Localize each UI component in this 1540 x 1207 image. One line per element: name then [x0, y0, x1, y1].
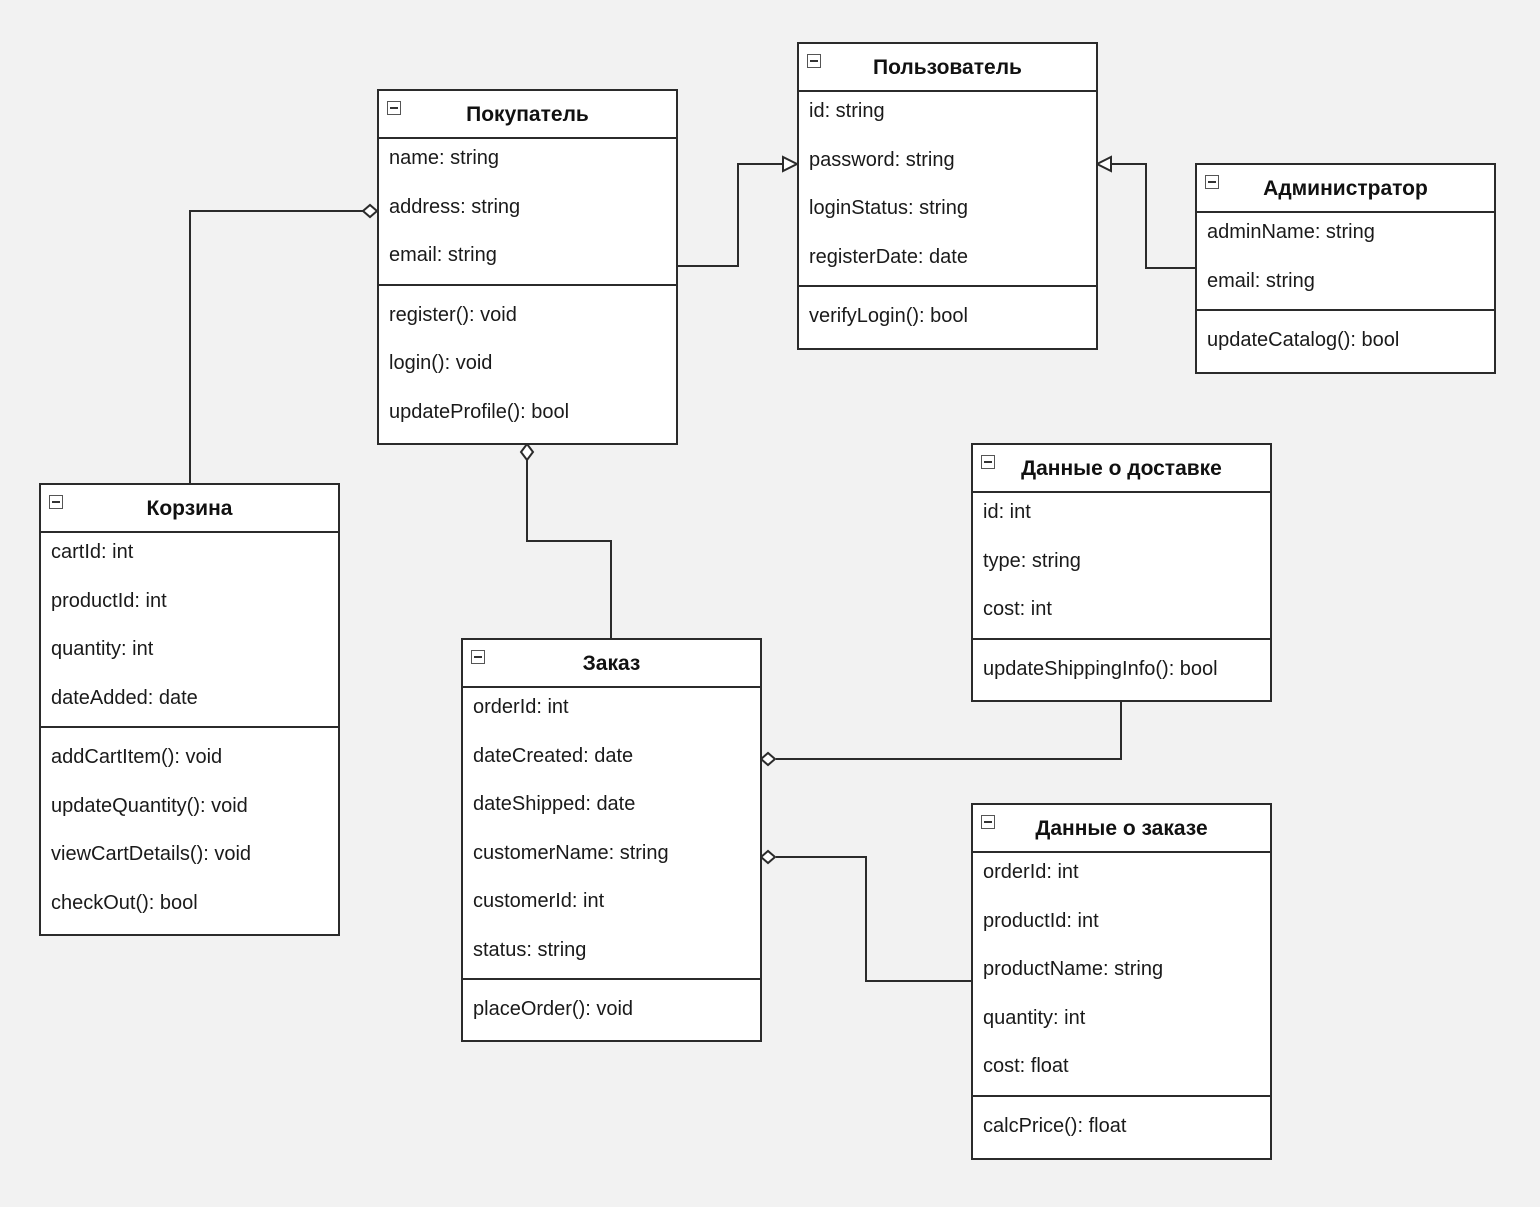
aggregation-diamond: [361, 203, 379, 219]
attribute: cost: float: [983, 1055, 1069, 1077]
attribute: quantity: int: [51, 638, 154, 660]
class-korzina[interactable]: Корзина cartId: int productId: int quantity…: [39, 483, 340, 936]
attribute: customerName: string: [473, 841, 669, 864]
class-title: Заказ: [582, 652, 641, 675]
attribute: cost: int: [983, 598, 1052, 620]
class-pokupatel[interactable]: Покупатель name: string address: string ema…: [377, 89, 678, 445]
relation-dannye-zakaza-zakaz: [776, 856, 972, 982]
attribute: password: string: [809, 148, 955, 171]
attribute: dateShipped: date: [473, 793, 636, 815]
collapse-icon[interactable]: [981, 455, 995, 469]
method: placeOrder(): void: [473, 998, 634, 1020]
compartment-divider: [799, 285, 1096, 287]
method: calcPrice(): float: [983, 1114, 1127, 1137]
method: updateShippingInfo(): bool: [983, 657, 1218, 680]
class-dostavka[interactable]: Данные о доставке id: int type: string cost…: [971, 443, 1272, 702]
attribute: email: string: [1207, 269, 1315, 292]
attribute: email: string: [389, 244, 497, 266]
class-zakaz[interactable]: Заказ orderId: int dateCreated: date dateSh…: [461, 638, 762, 1042]
attribute: orderId: int: [473, 696, 569, 718]
collapse-icon[interactable]: [471, 650, 485, 664]
attribute: id: int: [983, 501, 1031, 523]
class-title: Покупатель: [466, 103, 589, 126]
attribute: registerDate: date: [809, 245, 968, 268]
attribute: type: string: [983, 549, 1081, 572]
attribute: status: string: [473, 938, 587, 961]
attribute: id: string: [809, 100, 885, 122]
method: viewCartDetails(): void: [51, 843, 252, 865]
attribute: dateCreated: date: [473, 744, 634, 767]
class-title: Администратор: [1263, 177, 1428, 200]
compartment-divider: [1197, 309, 1494, 311]
relation-zakaz-pokupatel: [526, 459, 612, 638]
attribute: orderId: int: [983, 861, 1079, 883]
aggregation-diamond: [759, 849, 777, 865]
relation-pokupatel-polzovatel: [677, 163, 783, 267]
collapse-icon[interactable]: [49, 495, 63, 509]
method: checkOut(): bool: [51, 891, 198, 914]
class-header: Данные о заказе: [973, 805, 1270, 853]
class-header: Покупатель: [379, 91, 676, 139]
attribute: name: string: [389, 147, 500, 169]
method: updateQuantity(): void: [51, 794, 248, 817]
collapse-icon[interactable]: [387, 101, 401, 115]
attribute: loginStatus: string: [809, 197, 968, 219]
collapse-icon[interactable]: [981, 815, 995, 829]
aggregation-diamond: [519, 442, 535, 462]
collapse-icon[interactable]: [807, 54, 821, 68]
compartment-divider: [973, 1094, 1270, 1097]
relation-korzina-pokupatel: [189, 210, 364, 483]
generalization-arrow: [782, 155, 800, 173]
class-polzovatel[interactable]: Пользователь id: string password: string lo…: [797, 42, 1098, 350]
relation-dostavka-zakaz: [776, 701, 1122, 760]
class-title: Пользователь: [873, 56, 1022, 79]
method: register(): void: [389, 303, 517, 326]
class-header: Администратор: [1197, 165, 1494, 213]
attribute: productName: string: [983, 958, 1164, 980]
compartment-divider: [379, 283, 676, 286]
relation-administrator-polzovatel: [1111, 163, 1196, 269]
attribute: adminName: string: [1207, 221, 1375, 243]
method: addCartItem(): void: [51, 746, 223, 768]
generalization-arrow: [1094, 155, 1112, 173]
attribute: cartId: int: [51, 541, 134, 563]
class-title: Корзина: [146, 497, 233, 520]
class-header: Корзина: [41, 485, 338, 533]
attribute: customerId: int: [473, 890, 605, 912]
class-header: Пользователь: [799, 44, 1096, 92]
method: updateCatalog(): bool: [1207, 329, 1400, 351]
attribute: address: string: [389, 195, 521, 218]
class-title: Данные о доставке: [1021, 457, 1222, 480]
class-header: Данные о доставке: [973, 445, 1270, 493]
class-administrator[interactable]: Администратор adminName: string email: str…: [1195, 163, 1496, 374]
class-dannye-zakaza[interactable]: Данные о заказе orderId: int productId: in…: [971, 803, 1272, 1160]
compartment-divider: [463, 978, 760, 980]
attribute: productId: int: [51, 589, 167, 612]
method: updateProfile(): bool: [389, 400, 570, 423]
attribute: quantity: int: [983, 1006, 1086, 1029]
class-title: Данные о заказе: [1035, 817, 1208, 840]
aggregation-diamond: [759, 751, 777, 767]
method: login(): void: [389, 352, 493, 374]
compartment-divider: [973, 637, 1270, 640]
method: verifyLogin(): bool: [809, 305, 968, 327]
class-header: Заказ: [463, 640, 760, 688]
attribute: productId: int: [983, 909, 1099, 932]
attribute: dateAdded: date: [51, 686, 198, 709]
collapse-icon[interactable]: [1205, 175, 1219, 189]
compartment-divider: [41, 726, 338, 728]
